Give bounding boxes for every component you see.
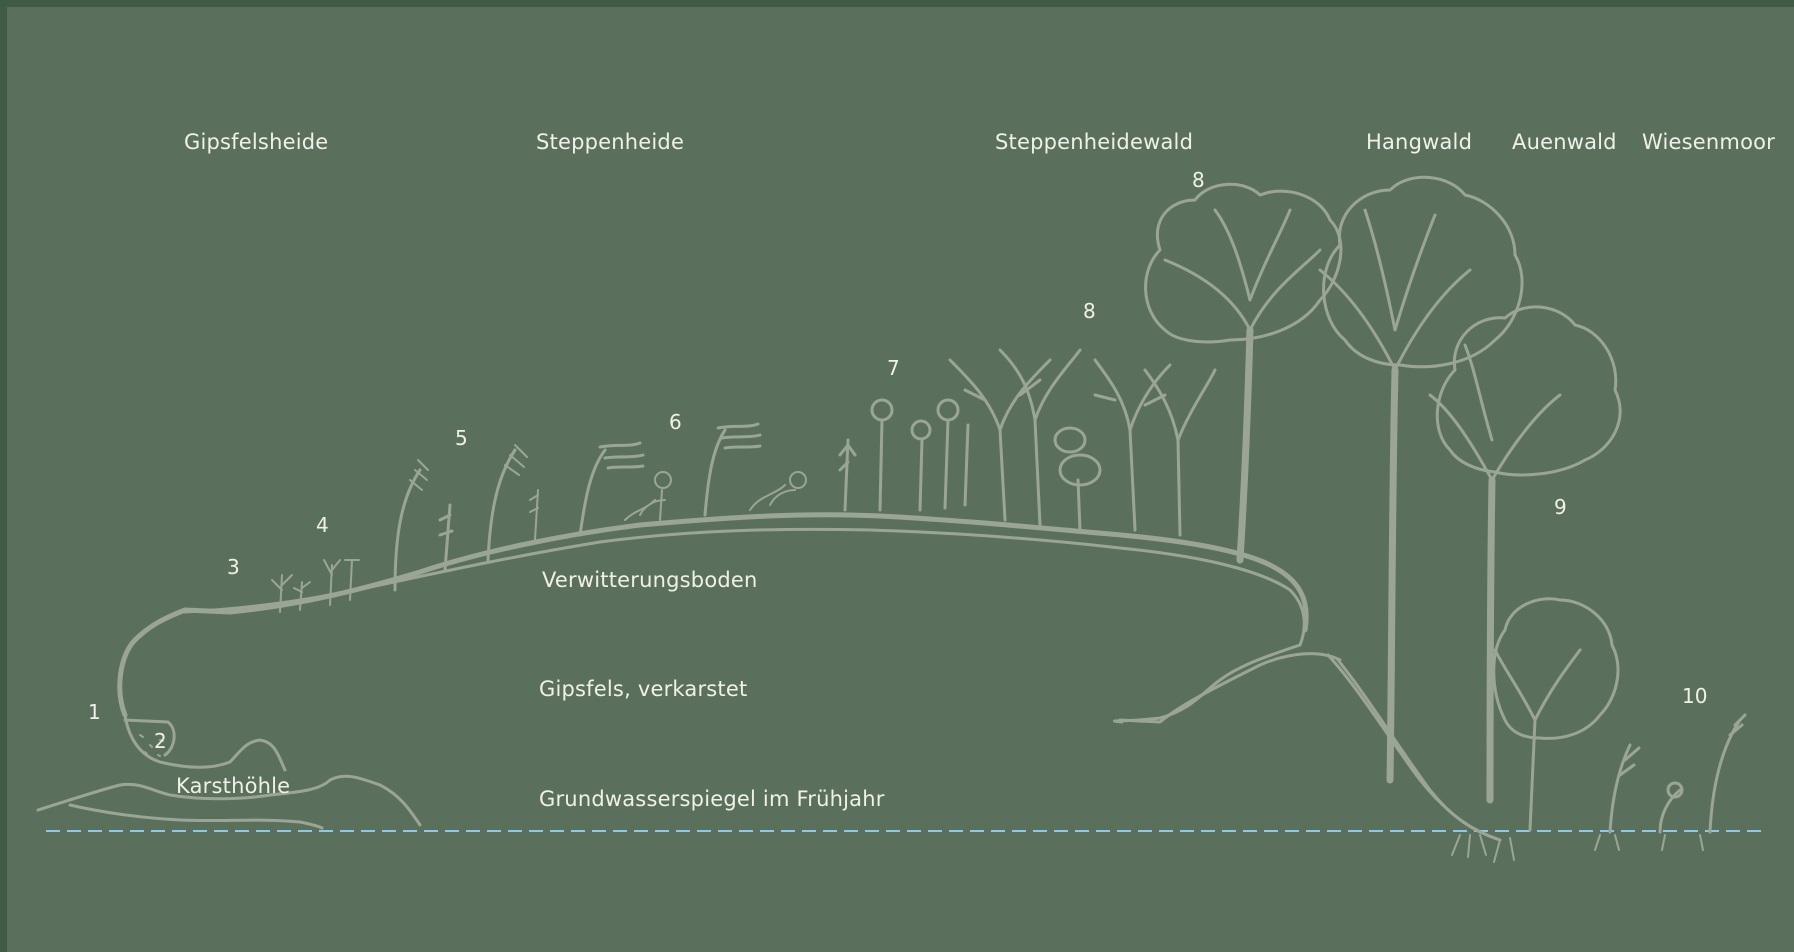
zone-label-steppenheide: Steppenheide <box>536 130 684 154</box>
zone-label-steppenheidewald: Steppenheidewald <box>995 130 1193 154</box>
marker-2: 2 <box>154 729 167 753</box>
layer-label-groundwater: Grundwasserspiegel im Frühjahr <box>539 787 885 811</box>
marker-8b: 8 <box>1192 168 1205 192</box>
layer-label-rock: Gipsfels, verkarstet <box>539 677 747 701</box>
marker-8a: 8 <box>1083 299 1096 323</box>
marker-9: 9 <box>1554 495 1567 519</box>
marker-4: 4 <box>316 513 329 537</box>
marker-7: 7 <box>887 356 900 380</box>
zone-label-hangwald: Hangwald <box>1366 130 1472 154</box>
marker-10: 10 <box>1682 684 1707 708</box>
marker-5: 5 <box>455 426 468 450</box>
marker-1: 1 <box>88 700 101 724</box>
zone-label-gipsfelsheide: Gipsfelsheide <box>184 130 328 154</box>
layer-label-soil: Verwitterungsboden <box>542 568 758 592</box>
steppe-forest-shrubs <box>950 350 1215 535</box>
floodplain-and-moor-plants <box>1452 599 1745 862</box>
marker-3: 3 <box>227 555 240 579</box>
slope-forest-trees <box>1146 177 1621 800</box>
zone-label-wiesenmoor: Wiesenmoor <box>1642 130 1775 154</box>
cave-outline <box>38 715 420 828</box>
zone-label-auenwald: Auenwald <box>1512 130 1617 154</box>
layer-label-cave: Karsthöhle <box>176 774 290 798</box>
marker-6: 6 <box>669 410 682 434</box>
